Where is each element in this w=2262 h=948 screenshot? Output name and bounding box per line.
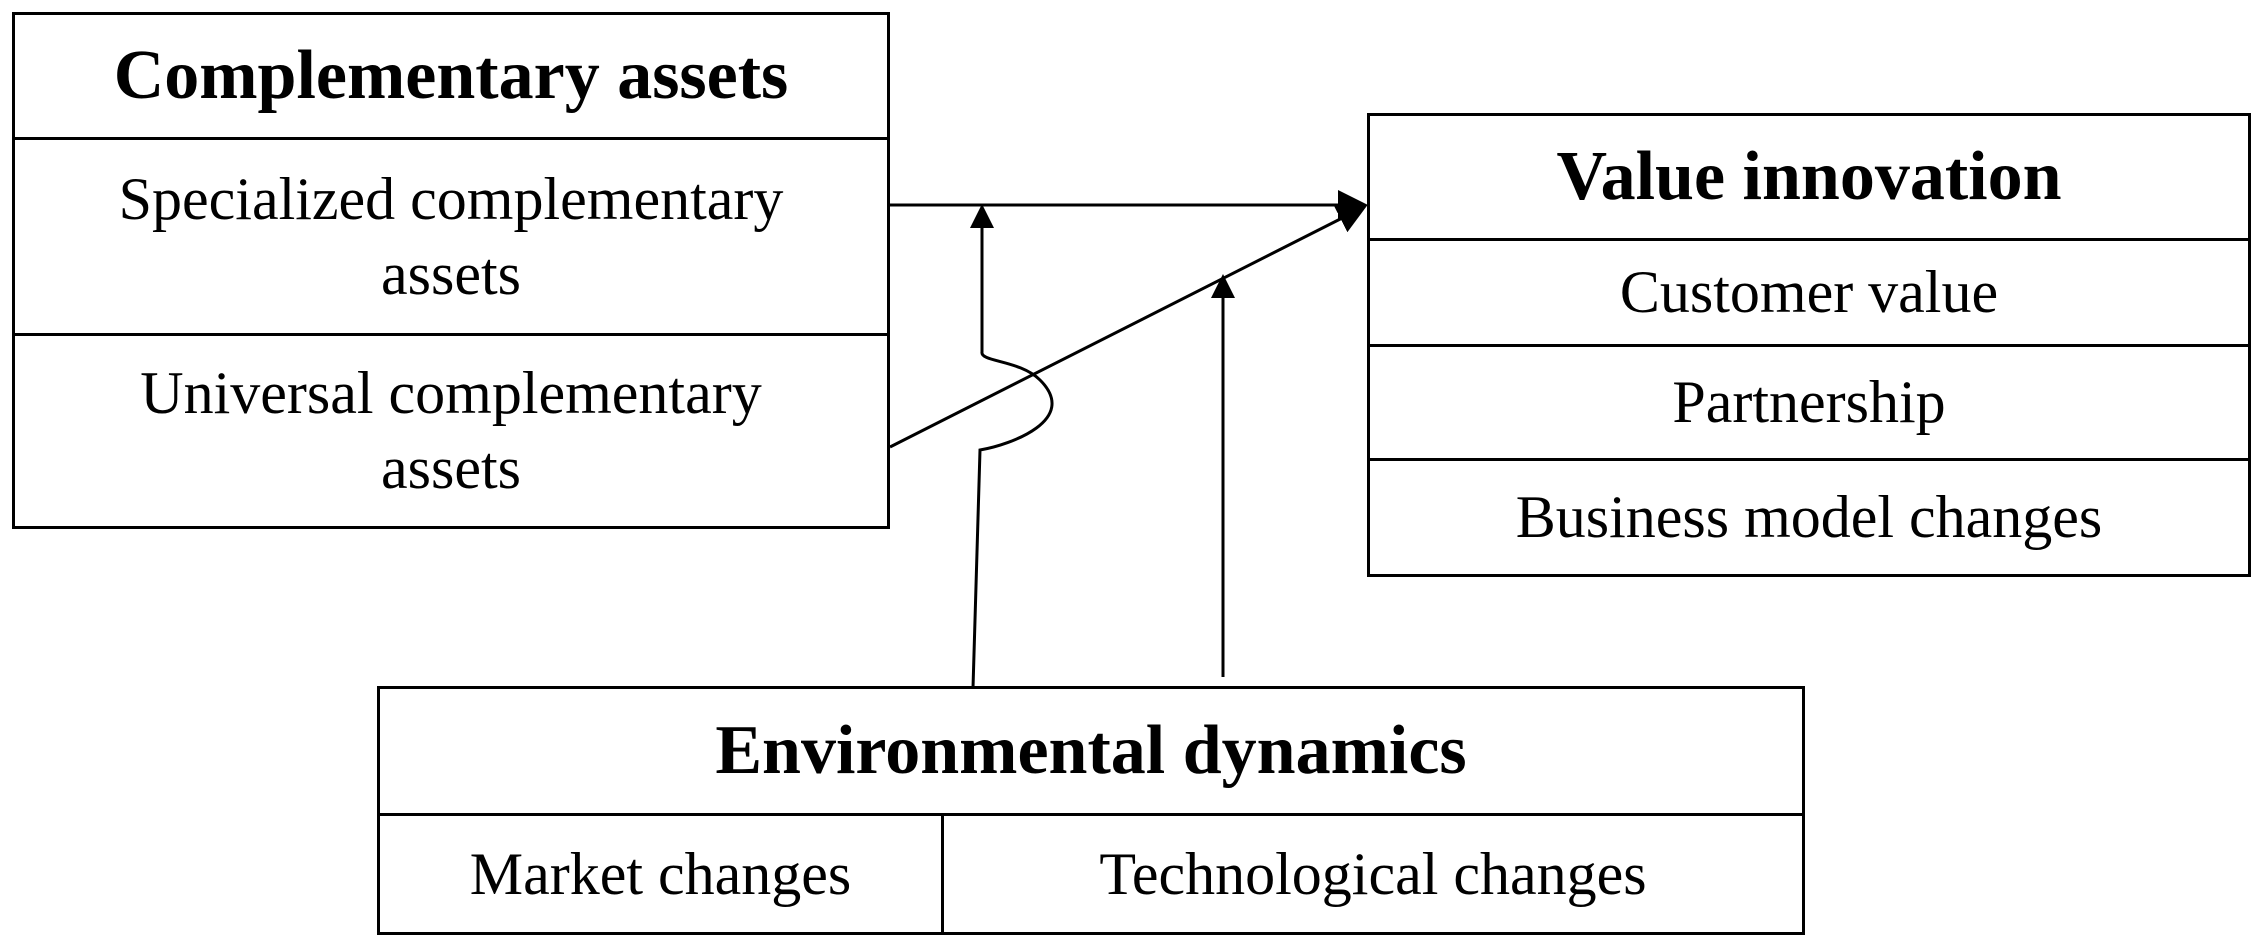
business-model-changes: Business model changes bbox=[1370, 458, 2248, 574]
arrow-universal-to-value-innovation bbox=[889, 205, 1368, 449]
partnership: Partnership bbox=[1370, 344, 2248, 458]
environmental-dynamics-subrow: Market changes Technological changes bbox=[380, 813, 1802, 932]
technological-changes: Technological changes bbox=[1099, 840, 1647, 907]
value-innovation-title: Value innovation bbox=[1556, 138, 2062, 216]
complementary-assets-title: Complementary assets bbox=[113, 37, 789, 115]
arrow-market-moderator bbox=[970, 204, 1054, 689]
universal-complementary-assets: Universal complementary assets bbox=[15, 333, 887, 526]
complementary-assets-box: Complementary assets Specialized complem… bbox=[12, 12, 890, 529]
customer-value: Customer value bbox=[1370, 238, 2248, 344]
value-innovation-box: Value innovation Customer value Partners… bbox=[1367, 113, 2251, 577]
environmental-dynamics-box: Environmental dynamics Market changes Te… bbox=[377, 686, 1805, 935]
environmental-dynamics-title: Environmental dynamics bbox=[715, 712, 1467, 790]
market-changes: Market changes bbox=[380, 816, 944, 932]
specialized-complementary-assets: Specialized complementary assets bbox=[15, 137, 887, 333]
